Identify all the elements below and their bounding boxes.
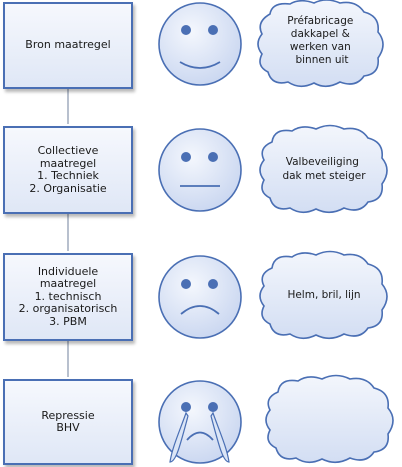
cloud-note-1: Préfabricage dakkapel & werken van binne… — [257, 0, 384, 88]
measure-box-collective: Collectieve maatregel 1. Techniek 2. Org… — [3, 126, 133, 214]
svg-text:Valbeveiliging dak met: Valbeveiliging dak met steiger — [282, 156, 366, 182]
tear-left-icon — [169, 411, 189, 463]
happy-face-icon — [158, 2, 242, 86]
cloud-2-line-1: Valbeveiliging — [286, 156, 359, 168]
measure-box-label: Repressie BHV — [41, 408, 95, 434]
svg-text:Préfabricage dakkapel: Préfabricage dakkapel & werken van binne… — [287, 15, 356, 66]
measure-box-repression: Repressie BHV — [3, 379, 133, 465]
measure-box-source: Bron maatregel — [3, 2, 133, 89]
neutral-face-icon — [158, 128, 242, 212]
sad-face-icon — [158, 255, 242, 339]
measure-box-label: Collectieve maatregel 1. Techniek 2. Org… — [29, 144, 107, 195]
crying-face-icon — [158, 380, 242, 464]
measure-box-individual: Individuele maatregel 1. technisch 2. or… — [3, 253, 133, 341]
cloud-1-line-2: dakkapel & — [291, 28, 350, 40]
cloud-note-3: Helm, bril, lijn — [259, 250, 388, 340]
cloud-note-4-empty — [265, 374, 394, 464]
cloud-2-line-2: dak met steiger — [282, 170, 366, 182]
cloud-1-line-1: Préfabricage — [287, 15, 353, 27]
cloud-3-line-1: Helm, bril, lijn — [287, 289, 360, 301]
measure-box-label: Individuele maatregel 1. technisch 2. or… — [18, 264, 118, 328]
tear-right-icon — [210, 411, 230, 463]
cloud-1-line-3: werken van — [290, 41, 351, 53]
svg-text:Helm, bril, lijn: Helm, bril, lijn — [287, 289, 360, 301]
cloud-note-2: Valbeveiliging dak met steiger — [259, 124, 388, 214]
measure-box-label: Bron maatregel — [25, 38, 111, 52]
cloud-1-line-4: binnen uit — [295, 54, 348, 66]
